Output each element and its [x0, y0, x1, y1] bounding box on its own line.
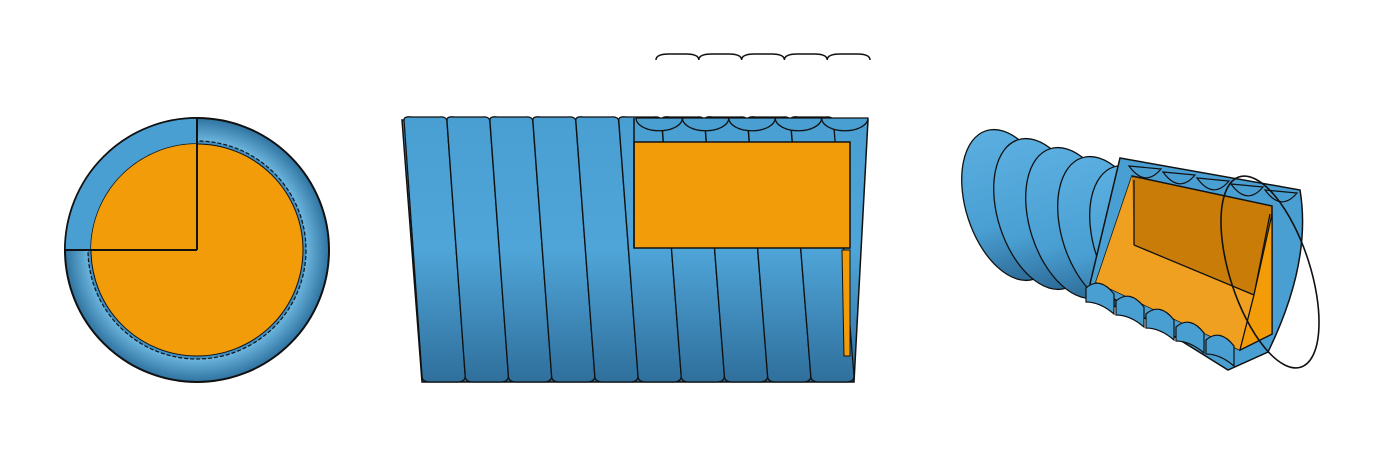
- section-core-strip: [841, 249, 851, 357]
- end-view: [64, 117, 330, 383]
- section-core-block: [633, 141, 851, 249]
- iso-core-side-face: [1239, 213, 1273, 352]
- side-rings: [403, 116, 855, 383]
- top-bump-profile: [655, 53, 871, 61]
- iso-bump-top-1: [1127, 165, 1163, 179]
- iso-bump-top-2: [1161, 171, 1197, 185]
- section-bump-2: [681, 117, 730, 132]
- iso-bump-bottom-1: [1085, 282, 1115, 316]
- iso-bump-top-4: [1229, 183, 1265, 197]
- iso-core-edge-1: [1133, 244, 1255, 296]
- side-section-view: [401, 53, 871, 383]
- iso-bump-bottom-4: [1175, 321, 1205, 355]
- iso-cut-core-floor: [1096, 176, 1254, 350]
- isometric-cutaway-view: [961, 128, 1320, 371]
- section-bumps: [635, 117, 869, 132]
- iso-bump-bottom-2: [1115, 295, 1145, 329]
- iso-bump-top-3: [1195, 177, 1231, 191]
- iso-front-rim: [1220, 175, 1320, 369]
- top-profile-curve: [655, 53, 871, 61]
- section-bump-1: [635, 117, 684, 132]
- section-bump-4: [774, 117, 823, 132]
- iso-bumps-bottom: [1085, 282, 1235, 368]
- cutaway-quarter-core: [91, 144, 197, 250]
- iso-bump-bottom-5: [1205, 334, 1235, 368]
- section-bump-5: [820, 117, 869, 132]
- iso-bump-bottom-3: [1145, 308, 1175, 342]
- section-bump-3: [728, 117, 776, 132]
